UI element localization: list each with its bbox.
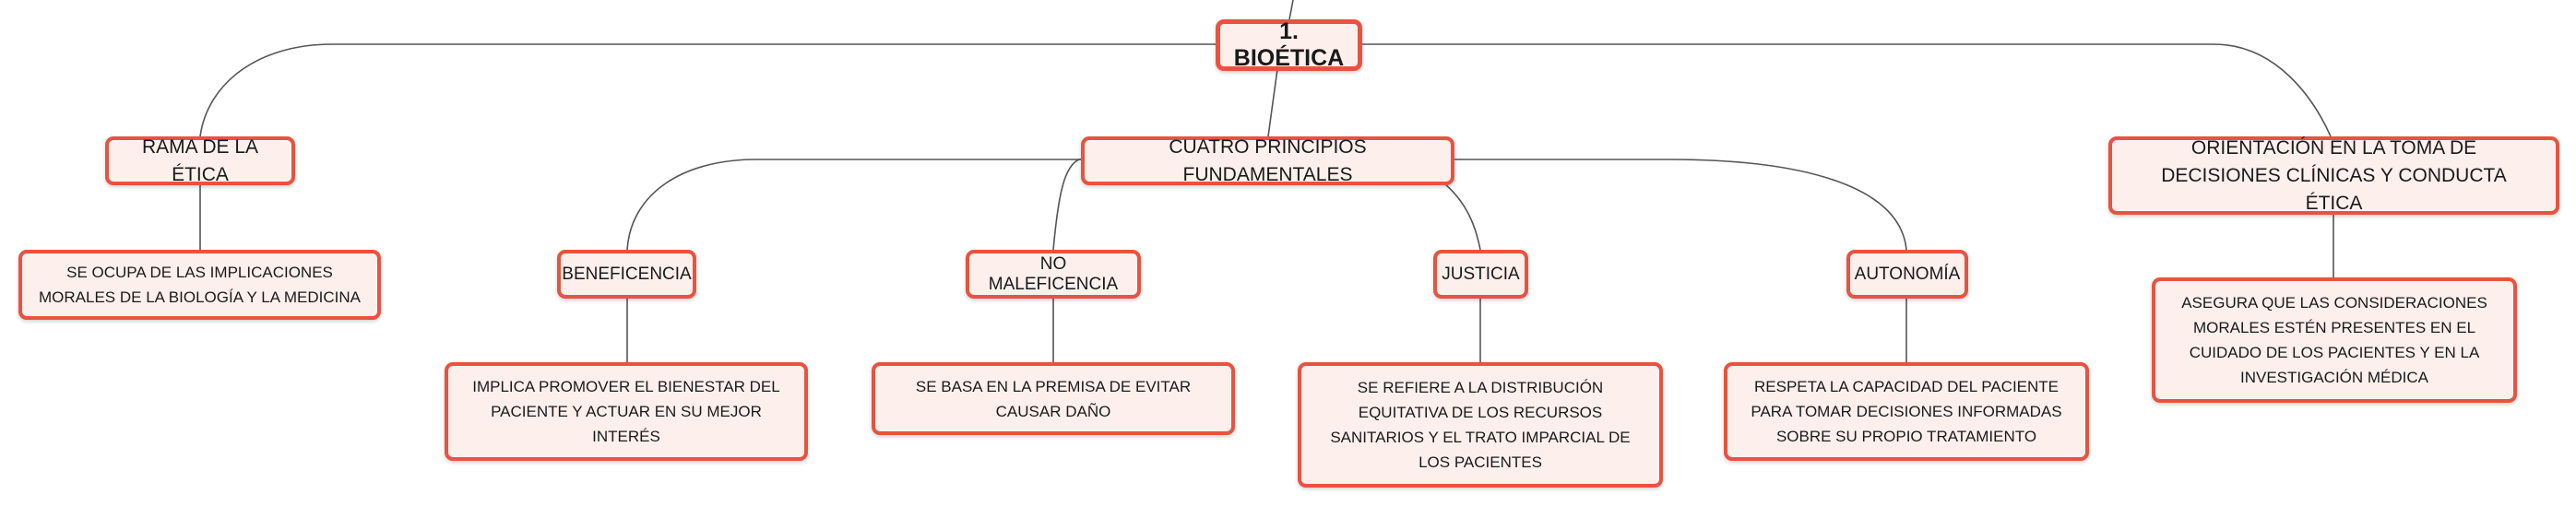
- branch-node-cuatro-principios[interactable]: CUATRO PRINCIPIOS FUNDAMENTALES: [1081, 136, 1454, 185]
- principle-label: AUTONOMÍA: [1854, 264, 1961, 284]
- root-node[interactable]: 1. BIOÉTICA: [1216, 18, 1362, 71]
- connector-cuatro-to-nomaleficencia: [1052, 159, 1081, 251]
- detail-text: ASEGURA QUE LAS CONSIDERACIONES MORALES …: [2181, 294, 2487, 386]
- detail-node-justicia[interactable]: SE REFIERE A LA DISTRIBUCIÓN EQUITATIVA …: [1298, 362, 1663, 488]
- connector-cuatro-to-autonomia: [1454, 159, 1907, 251]
- branch-label: CUATRO PRINCIPIOS FUNDAMENTALES: [1169, 135, 1367, 185]
- branch-label: RAMA DE LA ÉTICA: [141, 135, 259, 185]
- connector-cuatro-to-beneficencia: [626, 159, 1081, 251]
- detail-text: SE OCUPA DE LAS IMPLICACIONES MORALES DE…: [39, 264, 361, 306]
- detail-text: RESPETA LA CAPACIDAD DEL PACIENTE PARA T…: [1751, 378, 2062, 445]
- detail-node-rama[interactable]: SE OCUPA DE LAS IMPLICACIONES MORALES DE…: [18, 250, 381, 320]
- detail-node-beneficencia[interactable]: IMPLICA PROMOVER EL BIENESTAR DEL PACIEN…: [445, 362, 808, 461]
- connector-cuatro-to-justicia: [1444, 183, 1481, 251]
- principle-label: JUSTICIA: [1442, 264, 1520, 284]
- connector-root-top: [1288, 0, 1294, 20]
- detail-text: SE BASA EN LA PREMISA DE EVITAR CAUSAR D…: [915, 377, 1192, 420]
- branch-node-orientacion[interactable]: ORIENTACIÓN EN LA TOMA DE DECISIONES CLÍ…: [2108, 136, 2559, 215]
- principle-label: BENEFICENCIA: [562, 264, 692, 284]
- detail-node-no-maleficencia[interactable]: SE BASA EN LA PREMISA DE EVITAR CAUSAR D…: [872, 362, 1235, 435]
- root-label: 1. BIOÉTICA: [1233, 18, 1345, 71]
- principle-node-autonomia[interactable]: AUTONOMÍA: [1846, 250, 1968, 299]
- connector-root-to-rama: [199, 43, 1216, 137]
- branch-label: ORIENTACIÓN EN LA TOMA DE DECISIONES CLÍ…: [2161, 136, 2507, 214]
- connector-root-to-orientacion: [1362, 43, 2332, 137]
- detail-node-autonomia[interactable]: RESPETA LA CAPACIDAD DEL PACIENTE PARA T…: [1724, 362, 2089, 461]
- connector-root-to-cuatro: [1267, 68, 1278, 137]
- principle-label: NO MALEFICENCIA: [988, 253, 1119, 294]
- principle-node-beneficencia[interactable]: BENEFICENCIA: [557, 250, 696, 299]
- detail-text: IMPLICA PROMOVER EL BIENESTAR DEL PACIEN…: [472, 378, 780, 445]
- principle-node-no-maleficencia[interactable]: NO MALEFICENCIA: [966, 250, 1141, 299]
- detail-text: SE REFIERE A LA DISTRIBUCIÓN EQUITATIVA …: [1330, 379, 1631, 471]
- branch-node-rama[interactable]: RAMA DE LA ÉTICA: [105, 136, 295, 185]
- principle-node-justicia[interactable]: JUSTICIA: [1433, 250, 1528, 299]
- detail-node-orientacion[interactable]: ASEGURA QUE LAS CONSIDERACIONES MORALES …: [2152, 277, 2517, 403]
